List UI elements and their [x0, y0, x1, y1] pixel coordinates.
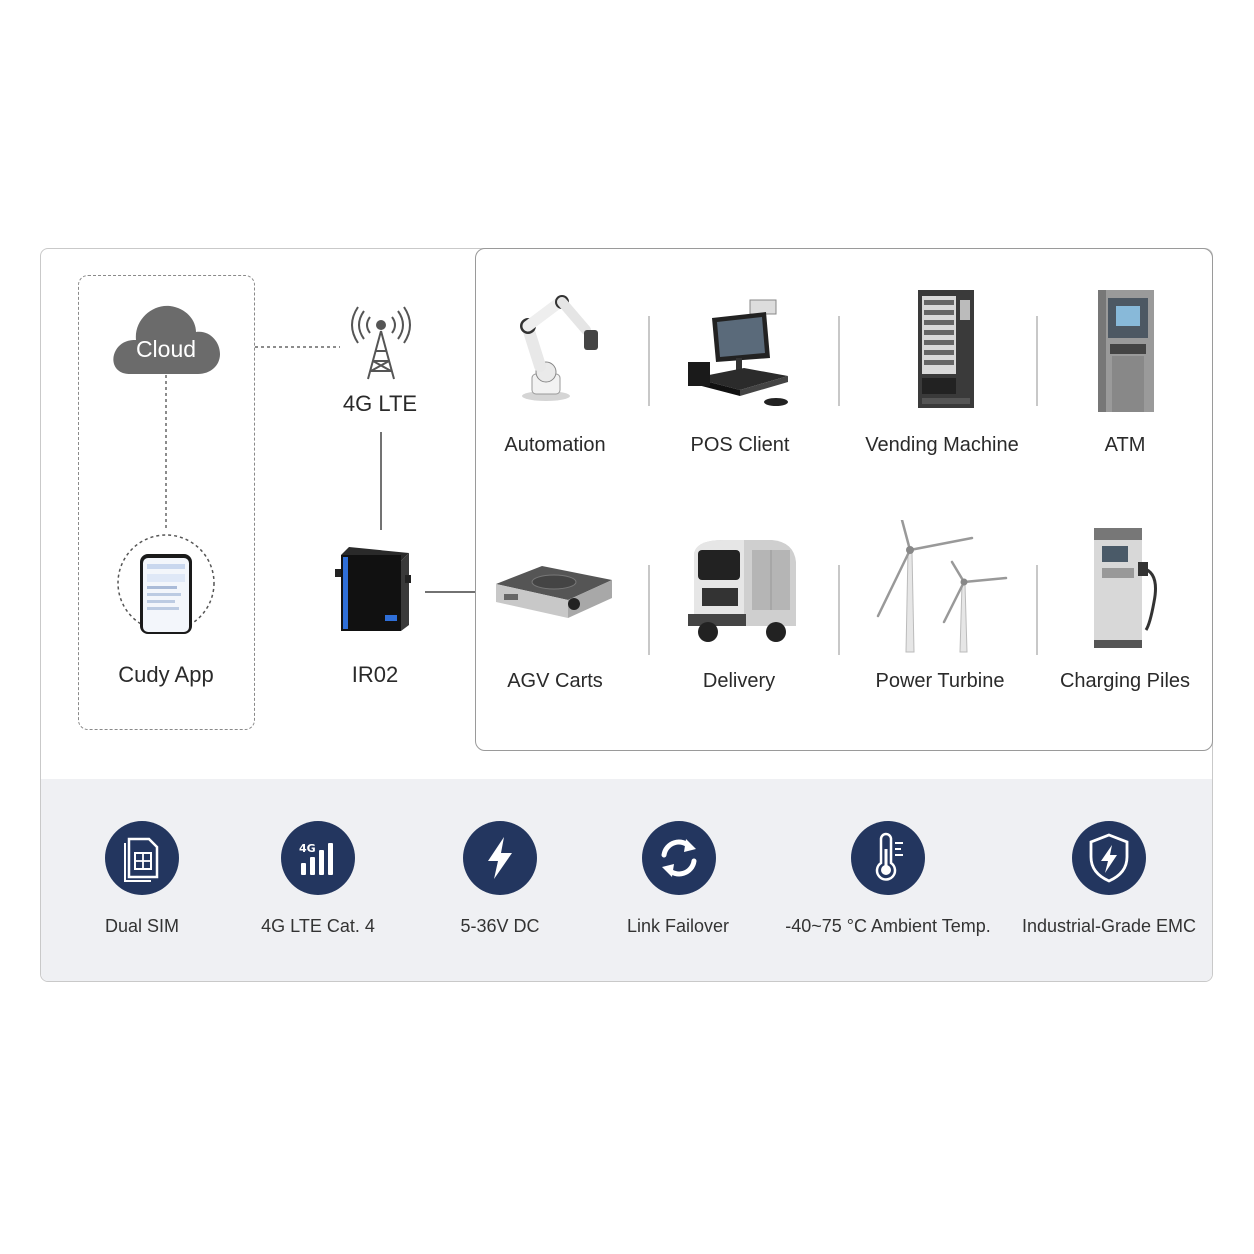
app-label-delivery: Delivery: [702, 670, 776, 692]
pos-terminal-icon[interactable]: [684, 296, 794, 408]
separator: [838, 316, 840, 406]
robot-arm-icon[interactable]: [510, 292, 606, 404]
vending-machine-icon[interactable]: [918, 290, 974, 410]
feature-label-lte: 4G LTE Cat. 4: [261, 916, 375, 936]
charging-pile-icon[interactable]: [1090, 528, 1160, 652]
cloud-icon: [113, 305, 220, 374]
cloud-app-group: [78, 275, 255, 730]
phone-app-icon[interactable]: [116, 530, 216, 636]
atm-icon[interactable]: [1096, 290, 1156, 414]
cloud-label: Cloud: [135, 336, 197, 362]
shield-icon: [1072, 821, 1146, 895]
signal-bars-icon: 4G: [281, 821, 355, 895]
separator: [1036, 565, 1038, 655]
cudy-app-label: Cudy App: [118, 662, 214, 687]
feature-label-dual-sim: Dual SIM: [104, 916, 180, 936]
feature-label-power: 5-36V DC: [460, 916, 540, 936]
thermometer-icon: [851, 821, 925, 895]
delivery-vehicle-icon[interactable]: [684, 536, 800, 646]
app-label-pos: POS Client: [690, 434, 790, 456]
app-label-turbine: Power Turbine: [875, 670, 1005, 692]
feature-label-temp: -40~75 °C Ambient Temp.: [785, 916, 991, 936]
applications-panel: [475, 248, 1213, 751]
lightning-icon: [463, 821, 537, 895]
wind-turbine-icon[interactable]: [872, 520, 1012, 654]
lte-label: 4G LTE: [342, 391, 418, 416]
router-label: IR02: [351, 662, 399, 687]
separator: [1036, 316, 1038, 406]
app-label-vending: Vending Machine: [865, 434, 1019, 456]
feature-label-failover: Link Failover: [626, 916, 730, 936]
sim-card-icon: [105, 821, 179, 895]
app-label-atm: ATM: [1104, 434, 1146, 456]
4g-badge: 4G: [299, 842, 316, 855]
separator: [838, 565, 840, 655]
agv-cart-icon[interactable]: [490, 560, 616, 626]
separator: [648, 316, 650, 406]
cell-tower-icon: [351, 306, 411, 380]
feature-label-emc: Industrial-Grade EMC: [1021, 916, 1197, 936]
router-icon[interactable]: [335, 545, 413, 635]
app-label-automation: Automation: [504, 434, 606, 456]
features-band: [41, 779, 1212, 981]
separator: [648, 565, 650, 655]
sync-icon: [642, 821, 716, 895]
app-label-charging: Charging Piles: [1059, 670, 1191, 692]
app-label-agv: AGV Carts: [507, 670, 603, 692]
